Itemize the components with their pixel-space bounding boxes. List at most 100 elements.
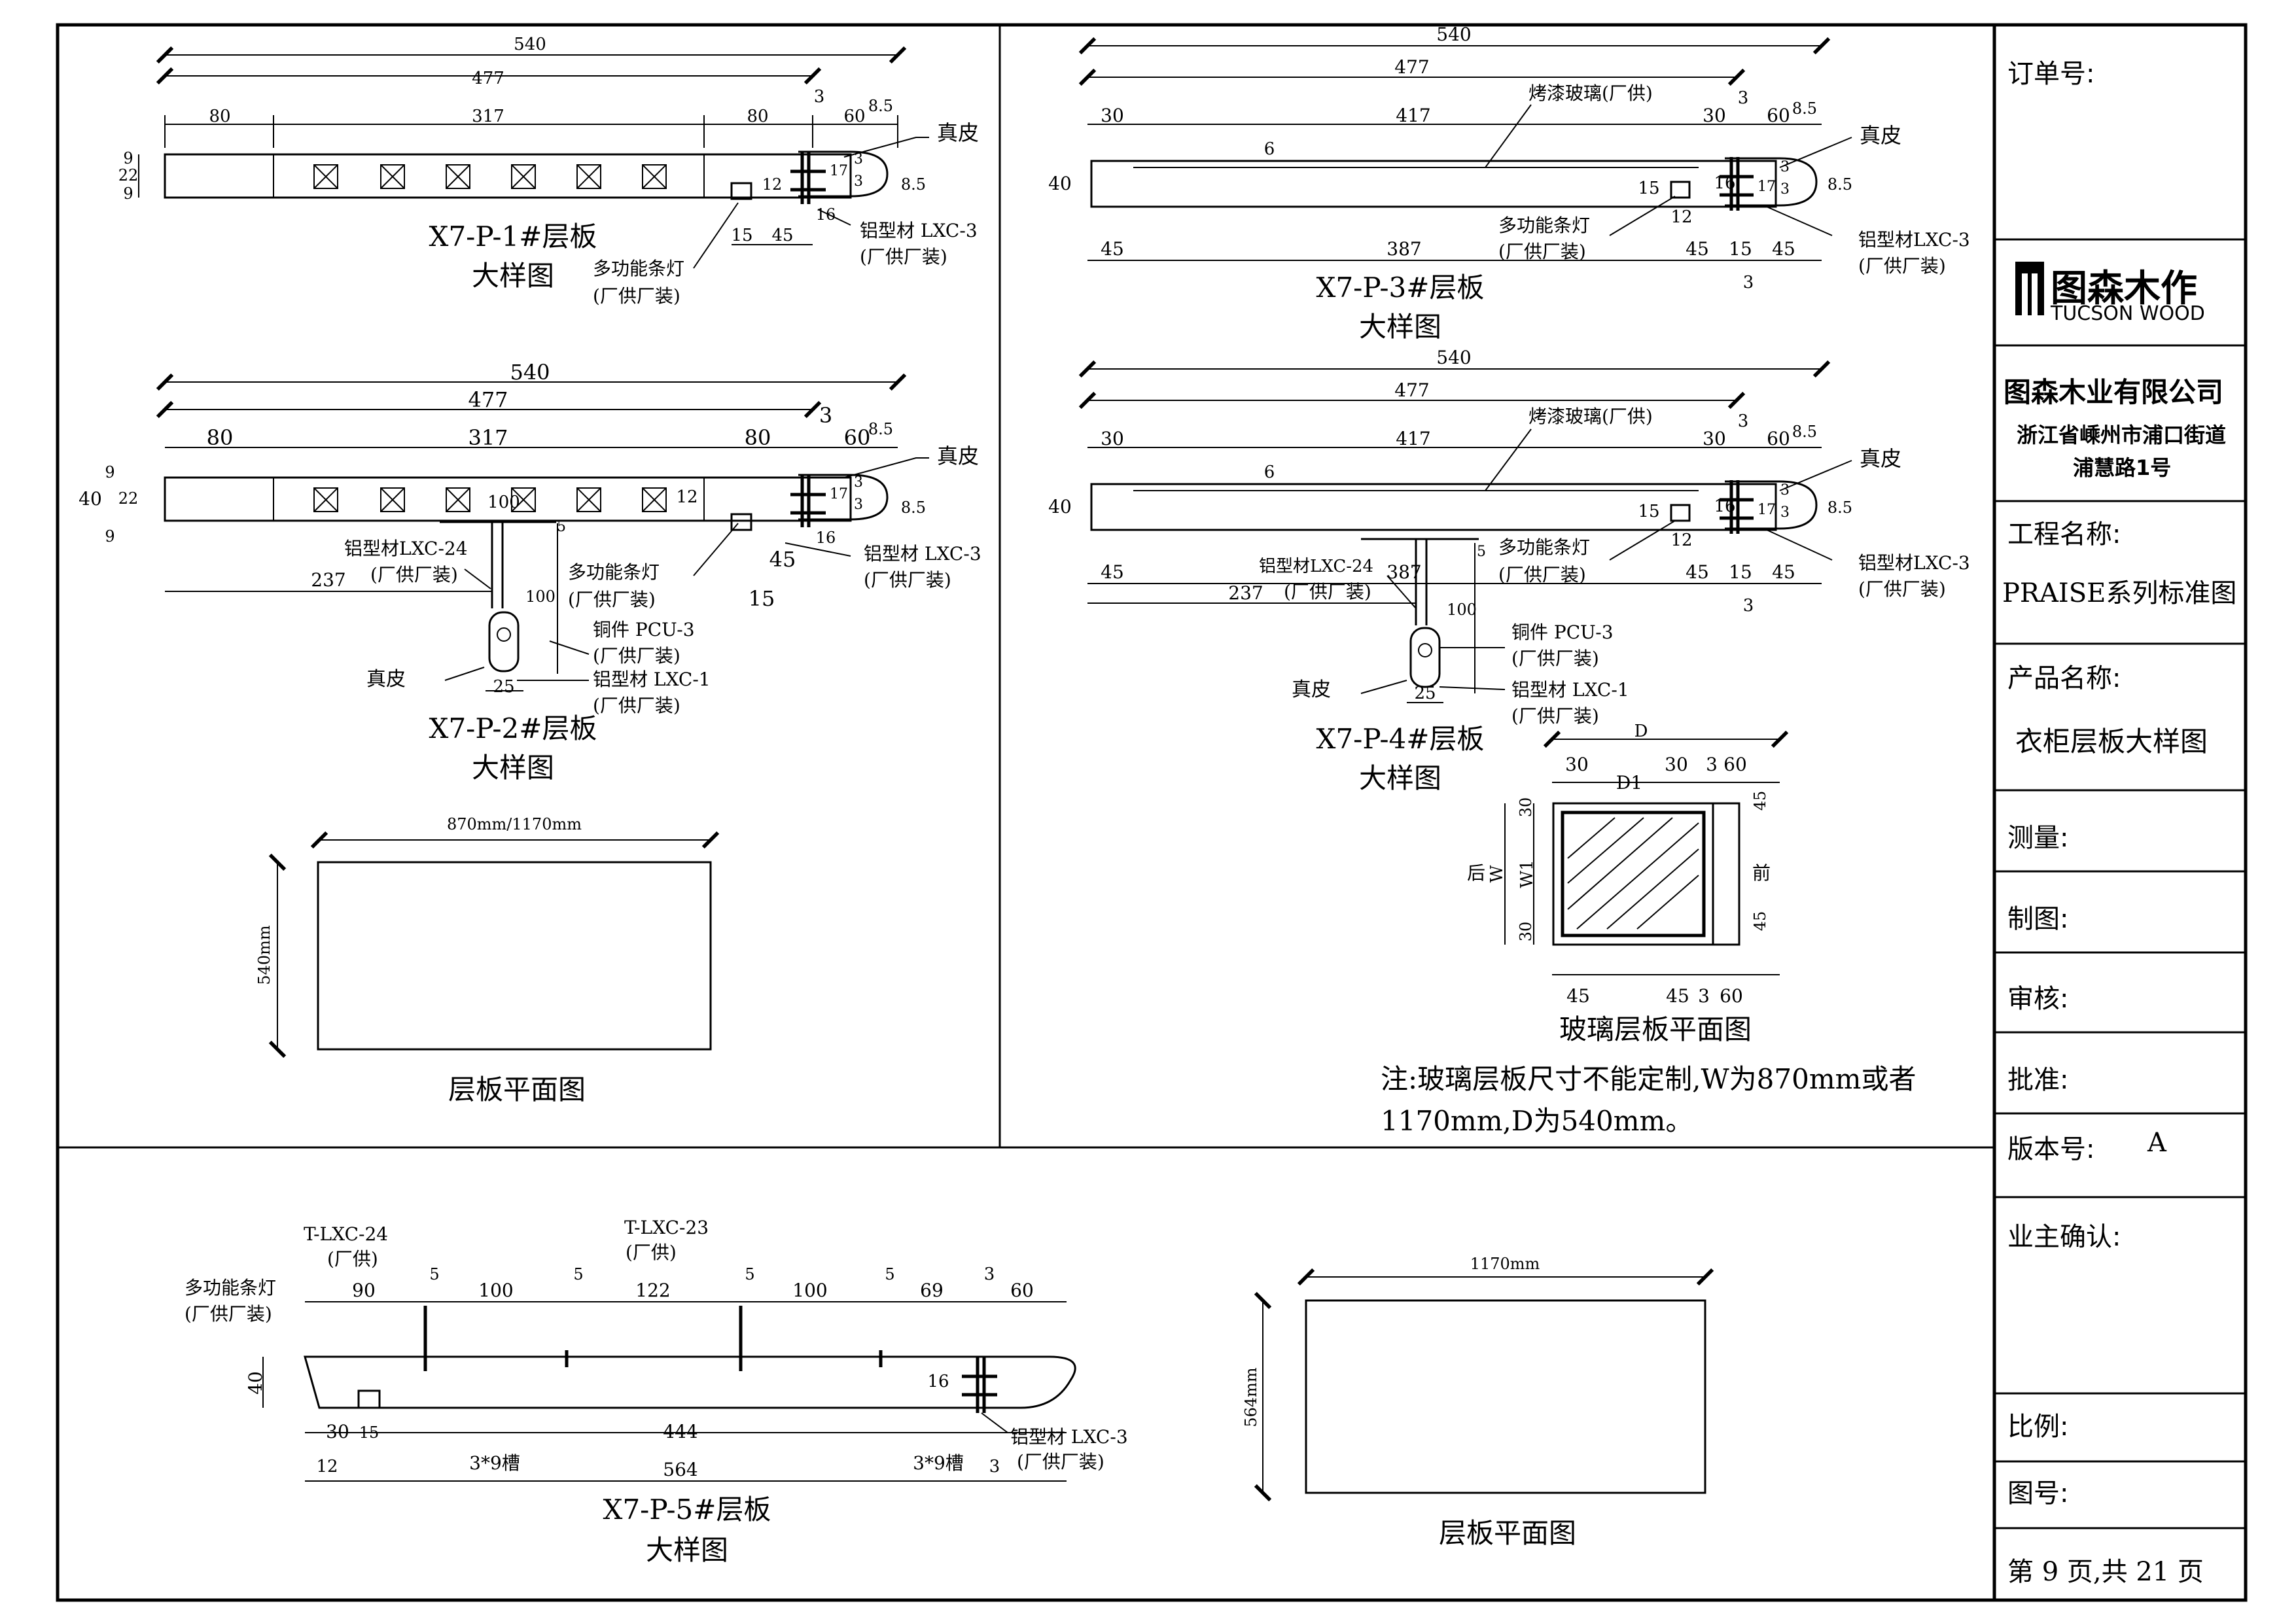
sheet-border: [56, 23, 2248, 1602]
p4-dim-3: 3: [1738, 411, 1749, 431]
p3-dim-387: 387: [1386, 238, 1421, 260]
plan2-width-label: 1170mm: [1470, 1255, 1540, 1273]
p1-aluminum-note: (厂供厂装): [860, 246, 947, 268]
glass-dim-D1: D1: [1616, 772, 1642, 794]
p3-dim-3: 3: [1738, 88, 1749, 108]
p3-dim-30b: 30: [1703, 105, 1726, 126]
p5-dim-444: 444: [663, 1421, 698, 1442]
p2-dim-22: 22: [118, 489, 139, 508]
p4-copper-label: 铜件 PCU-3: [1511, 621, 1614, 643]
p4-leather-label: 真皮: [1860, 446, 1901, 471]
plan2-depth-label: 564mm: [1242, 1367, 1260, 1427]
p5-title: X7-P-5#层板: [603, 1493, 771, 1526]
p3-dim-3b: 3: [1780, 181, 1790, 198]
plan2-board: [1305, 1299, 1706, 1494]
p4-dim-45c: 45: [1772, 561, 1795, 583]
p1-detail: [138, 46, 929, 269]
p2-dim-80a: 80: [207, 425, 234, 450]
p1-dim-15: 15: [731, 226, 752, 245]
p4-title: X7-P-4#层板: [1316, 723, 1485, 755]
p2-dim-60: 60: [844, 425, 871, 450]
p4-subtitle: 大样图: [1359, 762, 1441, 794]
p3-dim-15b: 15: [1729, 238, 1752, 260]
p1-dim-45: 45: [771, 226, 793, 245]
p4-dim-100: 100: [1447, 601, 1477, 619]
glass-dim-b60: 60: [1720, 985, 1743, 1007]
drawing-no-label: 图号:: [2007, 1478, 2069, 1509]
p5-labels: T-LXC-24 (厂供) T-LXC-23 (厂供) 多功能条灯 (厂供厂装)…: [185, 1217, 1128, 1566]
project-name-label: 工程名称:: [2007, 519, 2121, 550]
p3-dim-8-5b: 8.5: [1828, 175, 1852, 194]
p2-leather2-label: 真皮: [366, 668, 406, 691]
p3-dim-12: 12: [1670, 207, 1692, 227]
p1-dim-17: 17: [830, 163, 848, 179]
glass-dim-3: 3: [1706, 754, 1718, 775]
project-name-value: PRAISE系列标准图: [2002, 578, 2237, 608]
p2-aluminum-note: (厂供厂装): [864, 569, 951, 591]
p4-lxc24-label: 铝型材LXC-24: [1259, 557, 1373, 576]
p3-dim-60: 60: [1767, 105, 1790, 126]
p2-dim-40: 40: [79, 488, 102, 510]
p4-dim-30a: 30: [1101, 428, 1124, 449]
p3-dim-3c: 3: [1743, 273, 1754, 292]
p3-dim-417: 417: [1396, 105, 1430, 126]
p2-detail: [156, 373, 929, 691]
page-indicator: 第 9 页,共 21 页: [2007, 1557, 2204, 1587]
p4-dim-8-5a: 8.5: [1792, 423, 1817, 441]
glass-dim-h45a: 45: [1751, 791, 1769, 811]
p5-light-label: 多功能条灯: [185, 1277, 276, 1299]
product-name-value: 衣柜层板大样图: [2015, 725, 2208, 758]
p4-lxc1-note: (厂供厂装): [1511, 705, 1599, 727]
p3-dim-8-5a: 8.5: [1792, 99, 1817, 118]
p5-subtitle: 大样图: [646, 1534, 728, 1566]
p3-leather-label: 真皮: [1860, 123, 1901, 148]
p4-dim-387: 387: [1386, 561, 1421, 583]
p5-dim-15: 15: [359, 1423, 380, 1442]
p2-dim-9b: 9: [105, 527, 115, 546]
p1-dim-80a: 80: [209, 107, 230, 126]
plan1-board: [317, 861, 712, 1051]
plan2-drawing: [1254, 1268, 1714, 1502]
p3-glass-label: 烤漆玻璃(厂供): [1528, 82, 1653, 104]
p1-leather-label: 真皮: [937, 120, 979, 145]
p1-dim-12: 12: [762, 175, 783, 194]
p4-labels: 540 477 30 417 30 3 60 8.5 6 40 15 12 16…: [1048, 347, 1970, 794]
p3-dim-45b: 45: [1686, 238, 1709, 260]
p5-dim-30: 30: [326, 1421, 349, 1442]
p4-aluminum-label: 铝型材LXC-3: [1858, 552, 1970, 574]
p5-tlxc23-note: (厂供): [626, 1242, 677, 1263]
p2-dim-477: 477: [468, 387, 508, 412]
plan1-labels: 870mm/1170mm 540mm 层板平面图: [255, 815, 586, 1106]
p5-dim-5c: 5: [745, 1265, 754, 1283]
brand-name-en: TUCSON WOOD: [2051, 302, 2205, 325]
p5-tlxc23-label: T-LXC-23: [624, 1217, 709, 1238]
p2-light-note: (厂供厂装): [568, 589, 656, 610]
p3-dim-16: 16: [1714, 173, 1735, 193]
p2-dim-80b: 80: [745, 425, 771, 450]
p2-lxc1-note: (厂供厂装): [593, 695, 680, 716]
p3-dim-40: 40: [1048, 173, 1072, 194]
p4-dim-45b: 45: [1686, 561, 1709, 583]
plan1-width-label: 870mm/1170mm: [447, 815, 582, 833]
glass-dim-b45b: 45: [1666, 985, 1689, 1007]
p1-dim-80b: 80: [747, 107, 768, 126]
p5-aluminum-label: 铝型材 LXC-3: [1010, 1426, 1128, 1448]
titleblock-grid: [1994, 238, 2246, 1529]
p3-dim-45c: 45: [1772, 238, 1795, 260]
p2-dim-100: 100: [487, 493, 520, 512]
scale-label: 比例:: [2007, 1412, 2069, 1442]
brand-name-cn: 图森木作: [2051, 268, 2197, 310]
p3-detail: [1078, 37, 1852, 261]
p2-dim-8-5a: 8.5: [868, 420, 893, 438]
plan2-title: 层板平面图: [1439, 1517, 1576, 1549]
p3-title: X7-P-3#层板: [1316, 271, 1485, 304]
p4-dim-3a: 3: [1780, 482, 1790, 498]
plan1-title: 层板平面图: [448, 1073, 586, 1106]
glass-dim-h30b: 30: [1517, 922, 1535, 942]
p4-dim-5: 5: [1477, 544, 1486, 560]
p2-copper-label: 铜件 PCU-3: [593, 619, 695, 640]
glass-back-label: 后: [1467, 862, 1485, 884]
p5-slot-right: 3*9槽: [913, 1452, 964, 1474]
p5-slot-left: 3*9槽: [469, 1452, 520, 1474]
version-value: A: [2147, 1128, 2166, 1158]
